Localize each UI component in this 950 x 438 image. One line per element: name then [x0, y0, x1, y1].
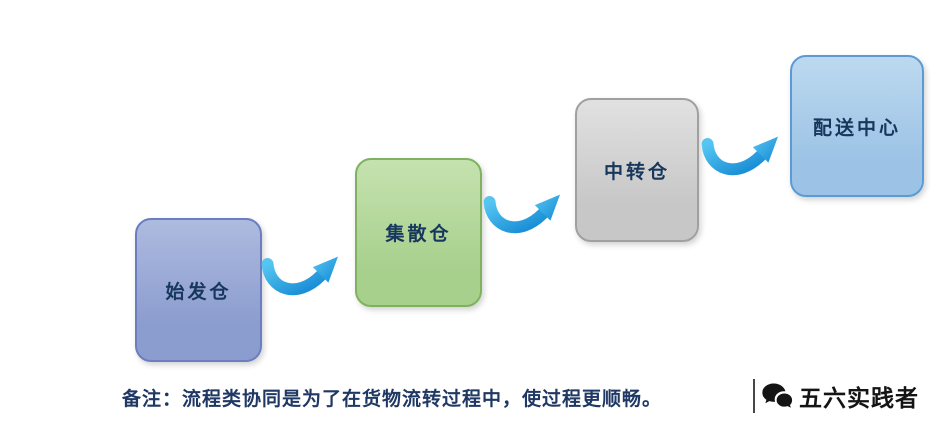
brand-name: 五六实践者 [799, 386, 919, 412]
node-transit-warehouse-label: 中转仓 [603, 160, 670, 183]
node-distribution-warehouse: 集散仓 [355, 158, 482, 307]
flow-arrow-2-icon [483, 194, 560, 234]
flow-arrow-1-icon [261, 256, 338, 296]
node-distribution-center-label: 配送中心 [812, 116, 901, 139]
flow-arrow-3-icon [701, 136, 778, 176]
footer-brand: 五六实践者 [753, 378, 919, 414]
node-distribution-warehouse-label: 集散仓 [385, 223, 452, 245]
footer-divider [753, 379, 755, 413]
node-distribution-center: 配送中心 [790, 55, 924, 197]
diagram-note: 备注：流程类协同是为了在货物流转过程中，使过程更顺畅。 [122, 388, 663, 410]
node-transit-warehouse: 中转仓 [575, 98, 699, 242]
node-origin-warehouse: 始发仓 [135, 218, 262, 362]
node-origin-warehouse-label: 始发仓 [165, 280, 232, 303]
chat-bubbles-icon [762, 383, 793, 408]
